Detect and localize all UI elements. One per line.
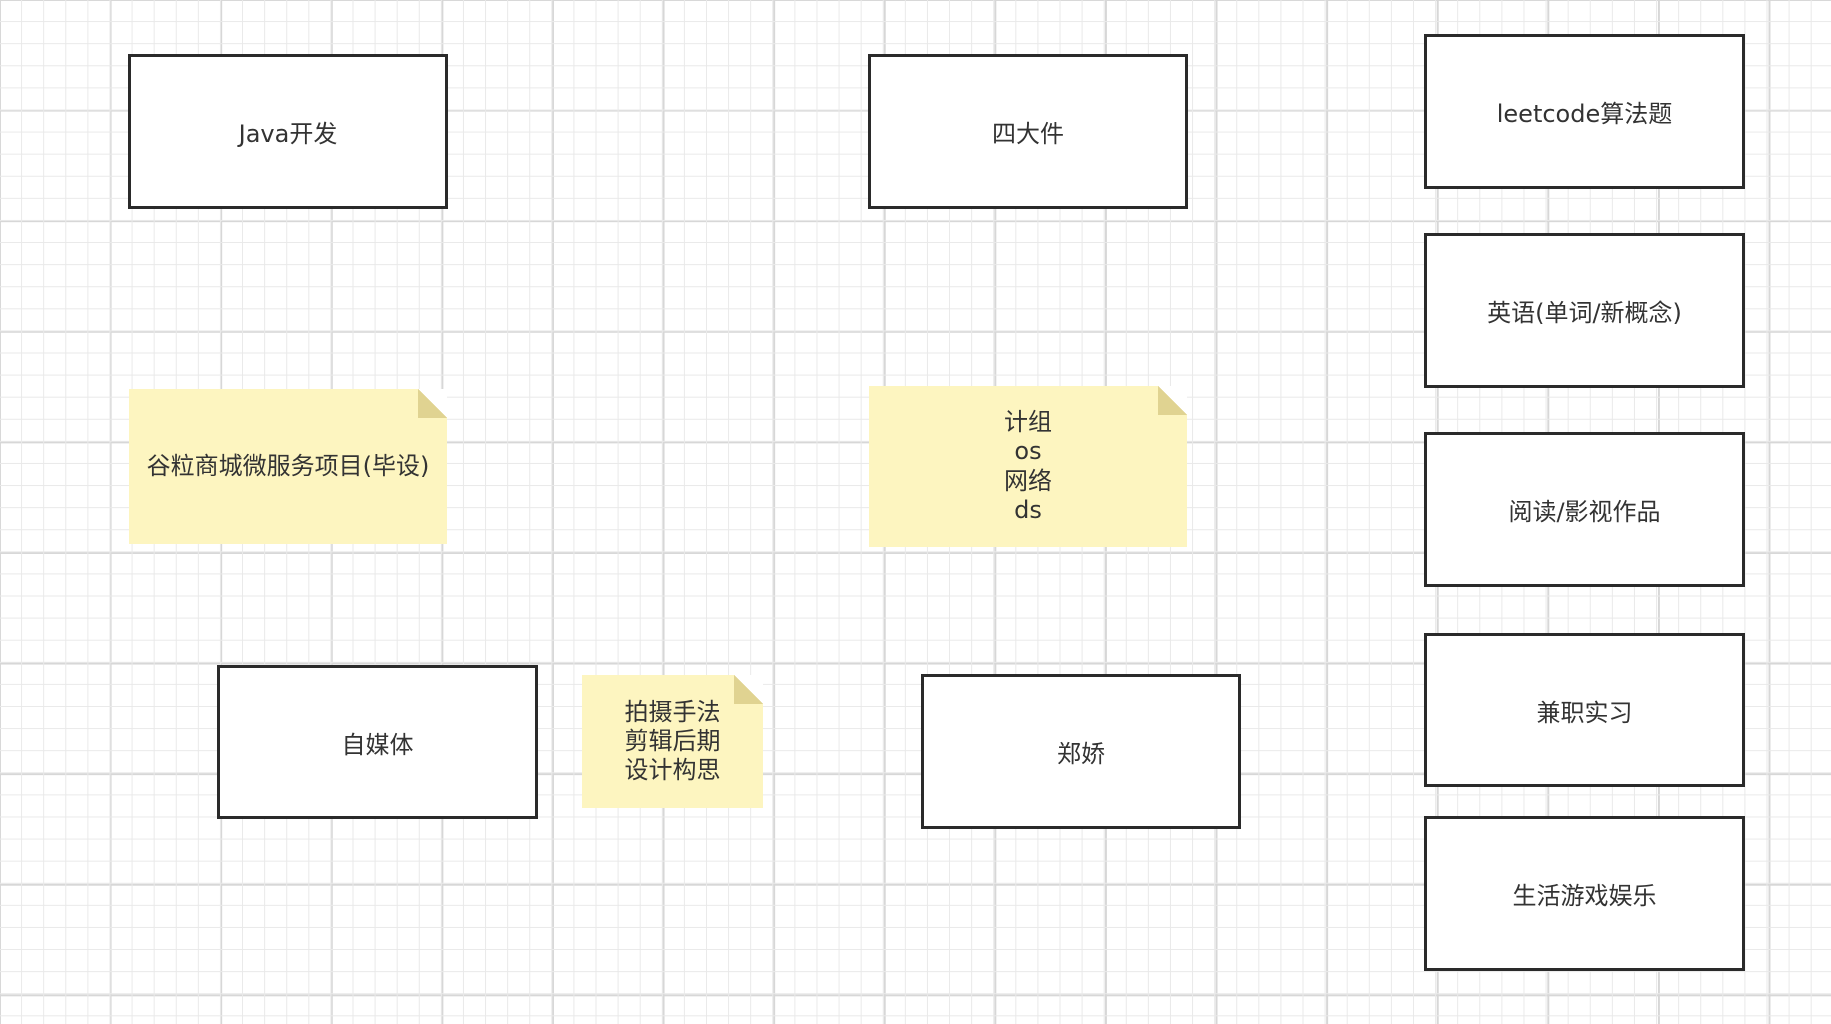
- sticky-note-cs-courses-text: 计组 os 网络 ds: [1004, 407, 1052, 524]
- box-zhengjiao-label: 郑娇: [1057, 740, 1105, 768]
- note-fold-corner: [1158, 386, 1187, 415]
- box-leetcode-label: leetcode算法题: [1496, 100, 1673, 128]
- note-fold-corner: [418, 389, 447, 418]
- sticky-note-media-skills-text: 拍摄手法 剪辑后期 设计构思: [624, 697, 721, 785]
- box-java-dev[interactable]: Java开发: [128, 54, 448, 209]
- box-part-time-internship-label: 兼职实习: [1536, 698, 1633, 727]
- sticky-note-cs-courses[interactable]: 计组 os 网络 ds: [869, 386, 1187, 547]
- box-self-media-label: 自媒体: [341, 730, 414, 759]
- box-four-core-courses[interactable]: 四大件: [868, 54, 1188, 209]
- sticky-note-media-skills[interactable]: 拍摄手法 剪辑后期 设计构思: [582, 675, 763, 808]
- box-english-label: 英语(单词/新概念): [1487, 299, 1682, 327]
- box-java-dev-label: Java开发: [238, 120, 338, 148]
- box-four-core-courses-label: 四大件: [992, 120, 1064, 148]
- box-zhengjiao[interactable]: 郑娇: [921, 674, 1241, 829]
- box-leetcode[interactable]: leetcode算法题: [1424, 34, 1745, 189]
- box-reading-film[interactable]: 阅读/影视作品: [1424, 432, 1745, 587]
- box-self-media[interactable]: 自媒体: [217, 665, 538, 819]
- sticky-note-project[interactable]: 谷粒商城微服务项目(毕设): [129, 389, 447, 544]
- note-fold-corner: [734, 675, 763, 704]
- box-life-games-label: 生活游戏娱乐: [1512, 882, 1657, 910]
- box-english[interactable]: 英语(单词/新概念): [1424, 233, 1745, 388]
- box-life-games[interactable]: 生活游戏娱乐: [1424, 816, 1745, 971]
- box-reading-film-label: 阅读/影视作品: [1508, 498, 1661, 526]
- sticky-note-project-text: 谷粒商城微服务项目(毕设): [146, 451, 430, 480]
- box-part-time-internship[interactable]: 兼职实习: [1424, 633, 1745, 787]
